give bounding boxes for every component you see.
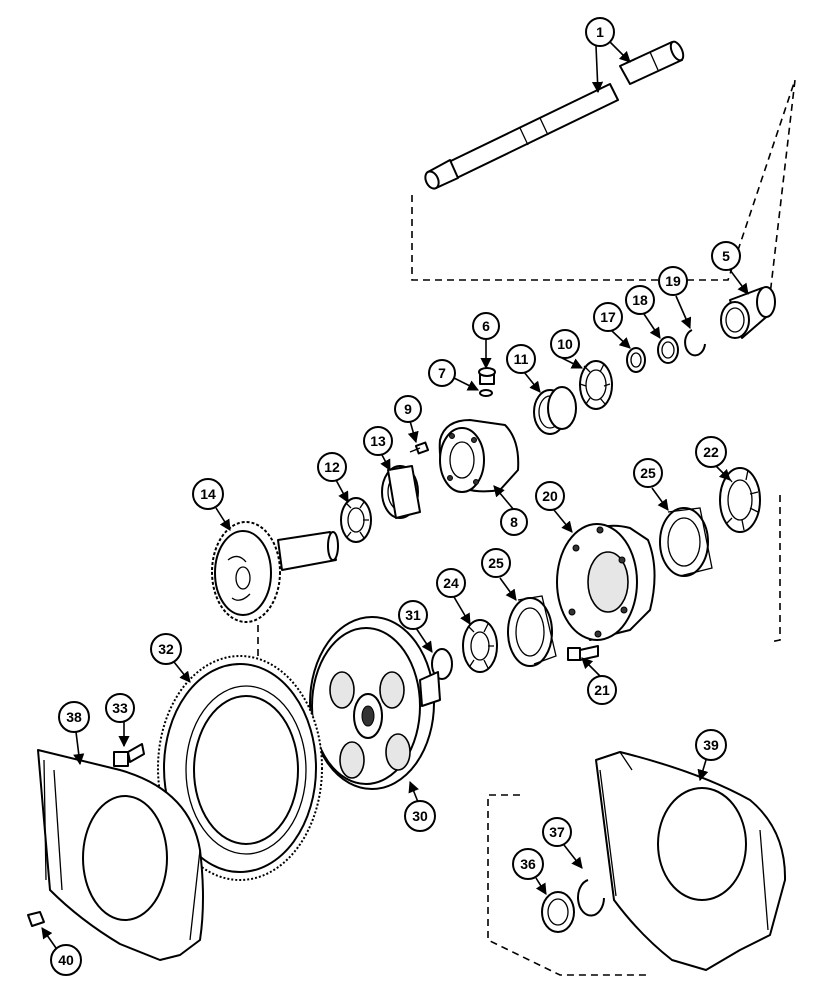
callout-30: 30 [404,800,436,832]
callout-21: 21 [587,675,617,705]
callout-32: 32 [150,633,182,665]
svg-text:18: 18 [632,292,648,308]
differential-case-30 [309,616,441,790]
callout-6: 6 [472,312,500,340]
svg-text:25: 25 [640,465,656,481]
leader-lines [41,39,749,949]
pinion-gear-14 [211,521,339,623]
svg-text:17: 17 [600,309,616,325]
callout-40: 40 [50,944,82,976]
differential-carrier-20 [556,523,656,641]
sleeve-bearing [720,286,776,339]
bearing-cup-11 [533,386,577,435]
plug-and-washer [478,367,496,397]
callout-7: 7 [428,359,456,387]
callout-17: 17 [593,302,623,332]
callout-14: 14 [192,478,224,510]
callout-25-right: 25 [633,458,663,488]
callout-10: 10 [550,329,580,359]
svg-text:13: 13 [370,433,386,449]
svg-text:32: 32 [158,641,174,657]
bearing-retainer-8 [438,419,520,493]
svg-text:19: 19 [665,273,681,289]
callout-38: 38 [58,701,90,733]
callout-22: 22 [695,436,727,468]
bolt-33 [113,743,145,767]
clip-40 [27,911,45,927]
svg-text:20: 20 [542,488,558,504]
svg-text:7: 7 [438,365,446,381]
callout-19: 19 [658,266,688,296]
axle-shaft [424,40,685,190]
bolt-21 [567,645,599,661]
svg-text:10: 10 [557,336,573,352]
shield-38 [37,749,204,961]
callout-31: 31 [398,600,428,630]
svg-text:6: 6 [482,318,490,334]
svg-text:30: 30 [412,808,428,824]
ring-gear-32 [157,655,323,881]
svg-text:39: 39 [703,737,719,753]
callout-12: 12 [317,452,347,482]
bearing-cup-13 [381,465,421,519]
roller-bearing-22 [719,467,761,533]
bearing-cup-25-right [659,507,713,577]
screw-9 [409,441,430,455]
roller-bearing-12 [340,497,372,543]
callout-1: 1 [585,17,615,47]
callout-5: 5 [711,241,741,271]
svg-text:36: 36 [520,856,536,872]
svg-text:22: 22 [703,444,719,460]
callout-33: 33 [105,693,135,723]
callout-18: 18 [625,285,655,315]
svg-text:5: 5 [722,248,730,264]
svg-text:33: 33 [112,700,128,716]
svg-text:31: 31 [405,607,421,623]
callout-39: 39 [695,729,727,761]
svg-text:38: 38 [66,709,82,725]
rings-lower [541,879,605,933]
svg-text:24: 24 [443,575,459,591]
callout-36: 36 [512,848,544,880]
svg-text:21: 21 [594,682,610,698]
svg-text:8: 8 [510,514,518,530]
roller-bearing-24 [462,619,498,673]
shield-39 [595,751,787,971]
callout-11: 11 [506,344,536,374]
svg-text:12: 12 [324,459,340,475]
callout-9: 9 [394,395,422,423]
roller-bearing-10 [579,360,613,410]
svg-text:9: 9 [404,401,412,417]
svg-text:1: 1 [596,24,604,40]
svg-text:37: 37 [549,824,565,840]
callout-20: 20 [535,481,565,511]
svg-text:11: 11 [514,351,529,367]
callout-8: 8 [500,508,528,536]
callout-25-left: 25 [481,548,511,578]
callout-13: 13 [363,426,393,456]
bearing-cup-25-left [507,595,557,667]
svg-text:14: 14 [200,486,216,502]
callout-37: 37 [542,817,572,847]
svg-text:25: 25 [488,555,504,571]
callout-24: 24 [436,568,466,598]
snap-rings-upper [626,329,706,373]
svg-text:40: 40 [58,952,74,968]
